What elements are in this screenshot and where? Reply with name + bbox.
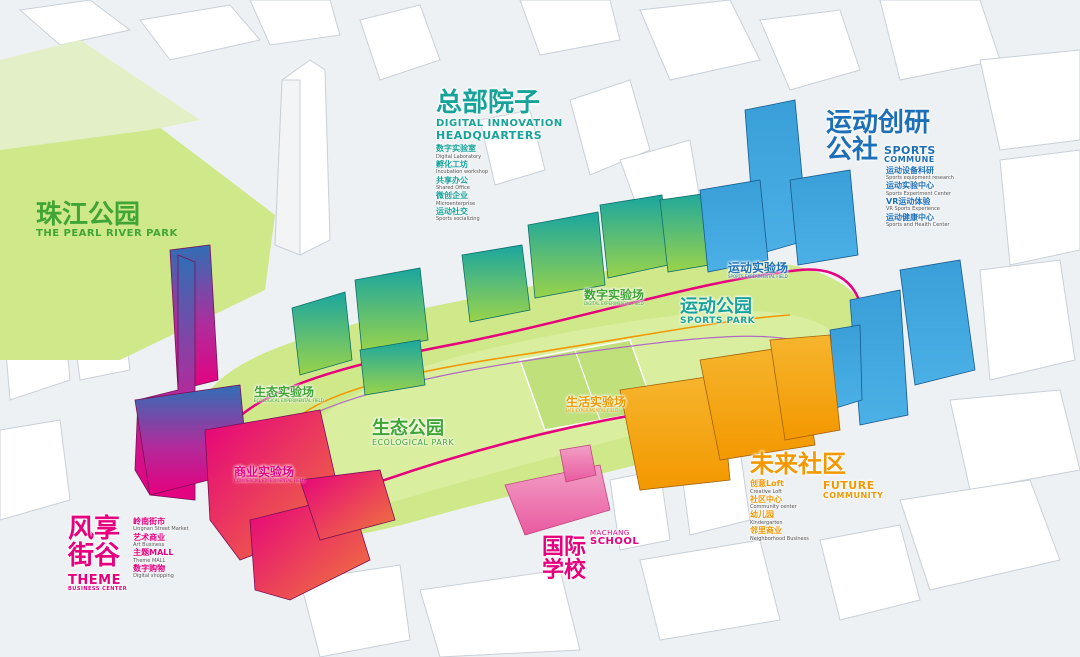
future-community-en-1: FUTURE (822, 479, 875, 493)
life-field-en: LIFE EXPERIMENTAL FIELD (566, 407, 619, 413)
digital-field-en: DIGITAL EXPERIMENTAL FIELD (584, 300, 644, 306)
school-en-1: MACHANG (590, 529, 630, 537)
school-title-1: 国际 (542, 535, 587, 560)
school-buildings (504, 444, 611, 536)
future-community-en-2: COMMUNITY (822, 490, 884, 500)
headquarters-label: 总部院子 DIGITAL INNOVATION HEADQUARTERS 数字实… (436, 88, 563, 224)
eco-park-label: 生态公园 ECOLOGICAL PARK (372, 418, 455, 447)
sports-commune-title-2: 公社 (826, 135, 879, 166)
theme-center-title-1: 风享 (68, 514, 121, 544)
theme-business-buildings (134, 244, 396, 601)
commercial-field-title: 商业实验场 (234, 465, 295, 479)
eco-park-en: ECOLOGICAL PARK (372, 437, 455, 447)
eco-field-en: ECOLOGICAL EXPERIMENTAL FIELD (254, 397, 324, 403)
loop-track-orange (289, 314, 791, 426)
life-field-title: 生活实验场 (566, 395, 627, 409)
life-field-label: 生活实验场 LIFE EXPERIMENTAL FIELD (566, 396, 626, 413)
headquarters-en-1: DIGITAL INNOVATION (436, 118, 563, 130)
eco-field-title: 生态实验场 (254, 385, 315, 399)
pearl-river-park-label: 珠江公园 THE PEARL RIVER PARK (36, 200, 178, 240)
headquarters-title: 总部院子 (436, 88, 541, 118)
commercial-field-label: 商业实验场 COMMERCIAL EXPERIMENTAL FIELD (234, 466, 305, 483)
digital-field-title: 数字实验场 (584, 288, 645, 302)
theme-center-title-2: 街谷 (68, 541, 121, 572)
future-community-title: 未来社区 (750, 450, 846, 478)
pearl-river-park-title: 珠江公园 (36, 200, 141, 230)
sports-park-label: 运动公园 SPORTS PARK (680, 296, 756, 326)
eco-field-label: 生态实验场 ECOLOGICAL EXPERIMENTAL FIELD (254, 386, 324, 403)
sports-field-label: 运动实验场 SPORTS EXPERIMENTAL FIELD (728, 262, 788, 279)
theme-center-en-1: THEME (68, 572, 121, 588)
commercial-field-en: COMMERCIAL EXPERIMENTAL FIELD (234, 477, 305, 483)
sports-commune-en-1: SPORTS (884, 143, 936, 157)
school-label: 国际 MACHANG SCHOOL 学校 (542, 529, 640, 584)
school-title-2: 学校 (542, 558, 587, 584)
sports-park-en: SPORTS PARK (680, 315, 756, 326)
sports-commune-title-1: 运动创研 (826, 108, 931, 138)
sports-field-en: SPORTS EXPERIMENTAL FIELD (728, 273, 788, 279)
sports-field-title: 运动实验场 (728, 261, 789, 275)
school-en-2: SCHOOL (590, 536, 640, 548)
sports-commune-en-2: COMMUNE (884, 155, 935, 165)
sports-park-title: 运动公园 (680, 296, 752, 317)
theme-center-en-2: BUSINESS CENTER (68, 586, 128, 593)
pearl-river-park-en: THE PEARL RIVER PARK (36, 228, 178, 240)
digital-field-label: 数字实验场 DIGITAL EXPERIMENTAL FIELD (584, 289, 644, 306)
eco-park-title: 生态公园 (372, 418, 444, 439)
future-community-buildings (619, 334, 841, 491)
headquarters-en-2: HEADQUARTERS (436, 128, 543, 142)
